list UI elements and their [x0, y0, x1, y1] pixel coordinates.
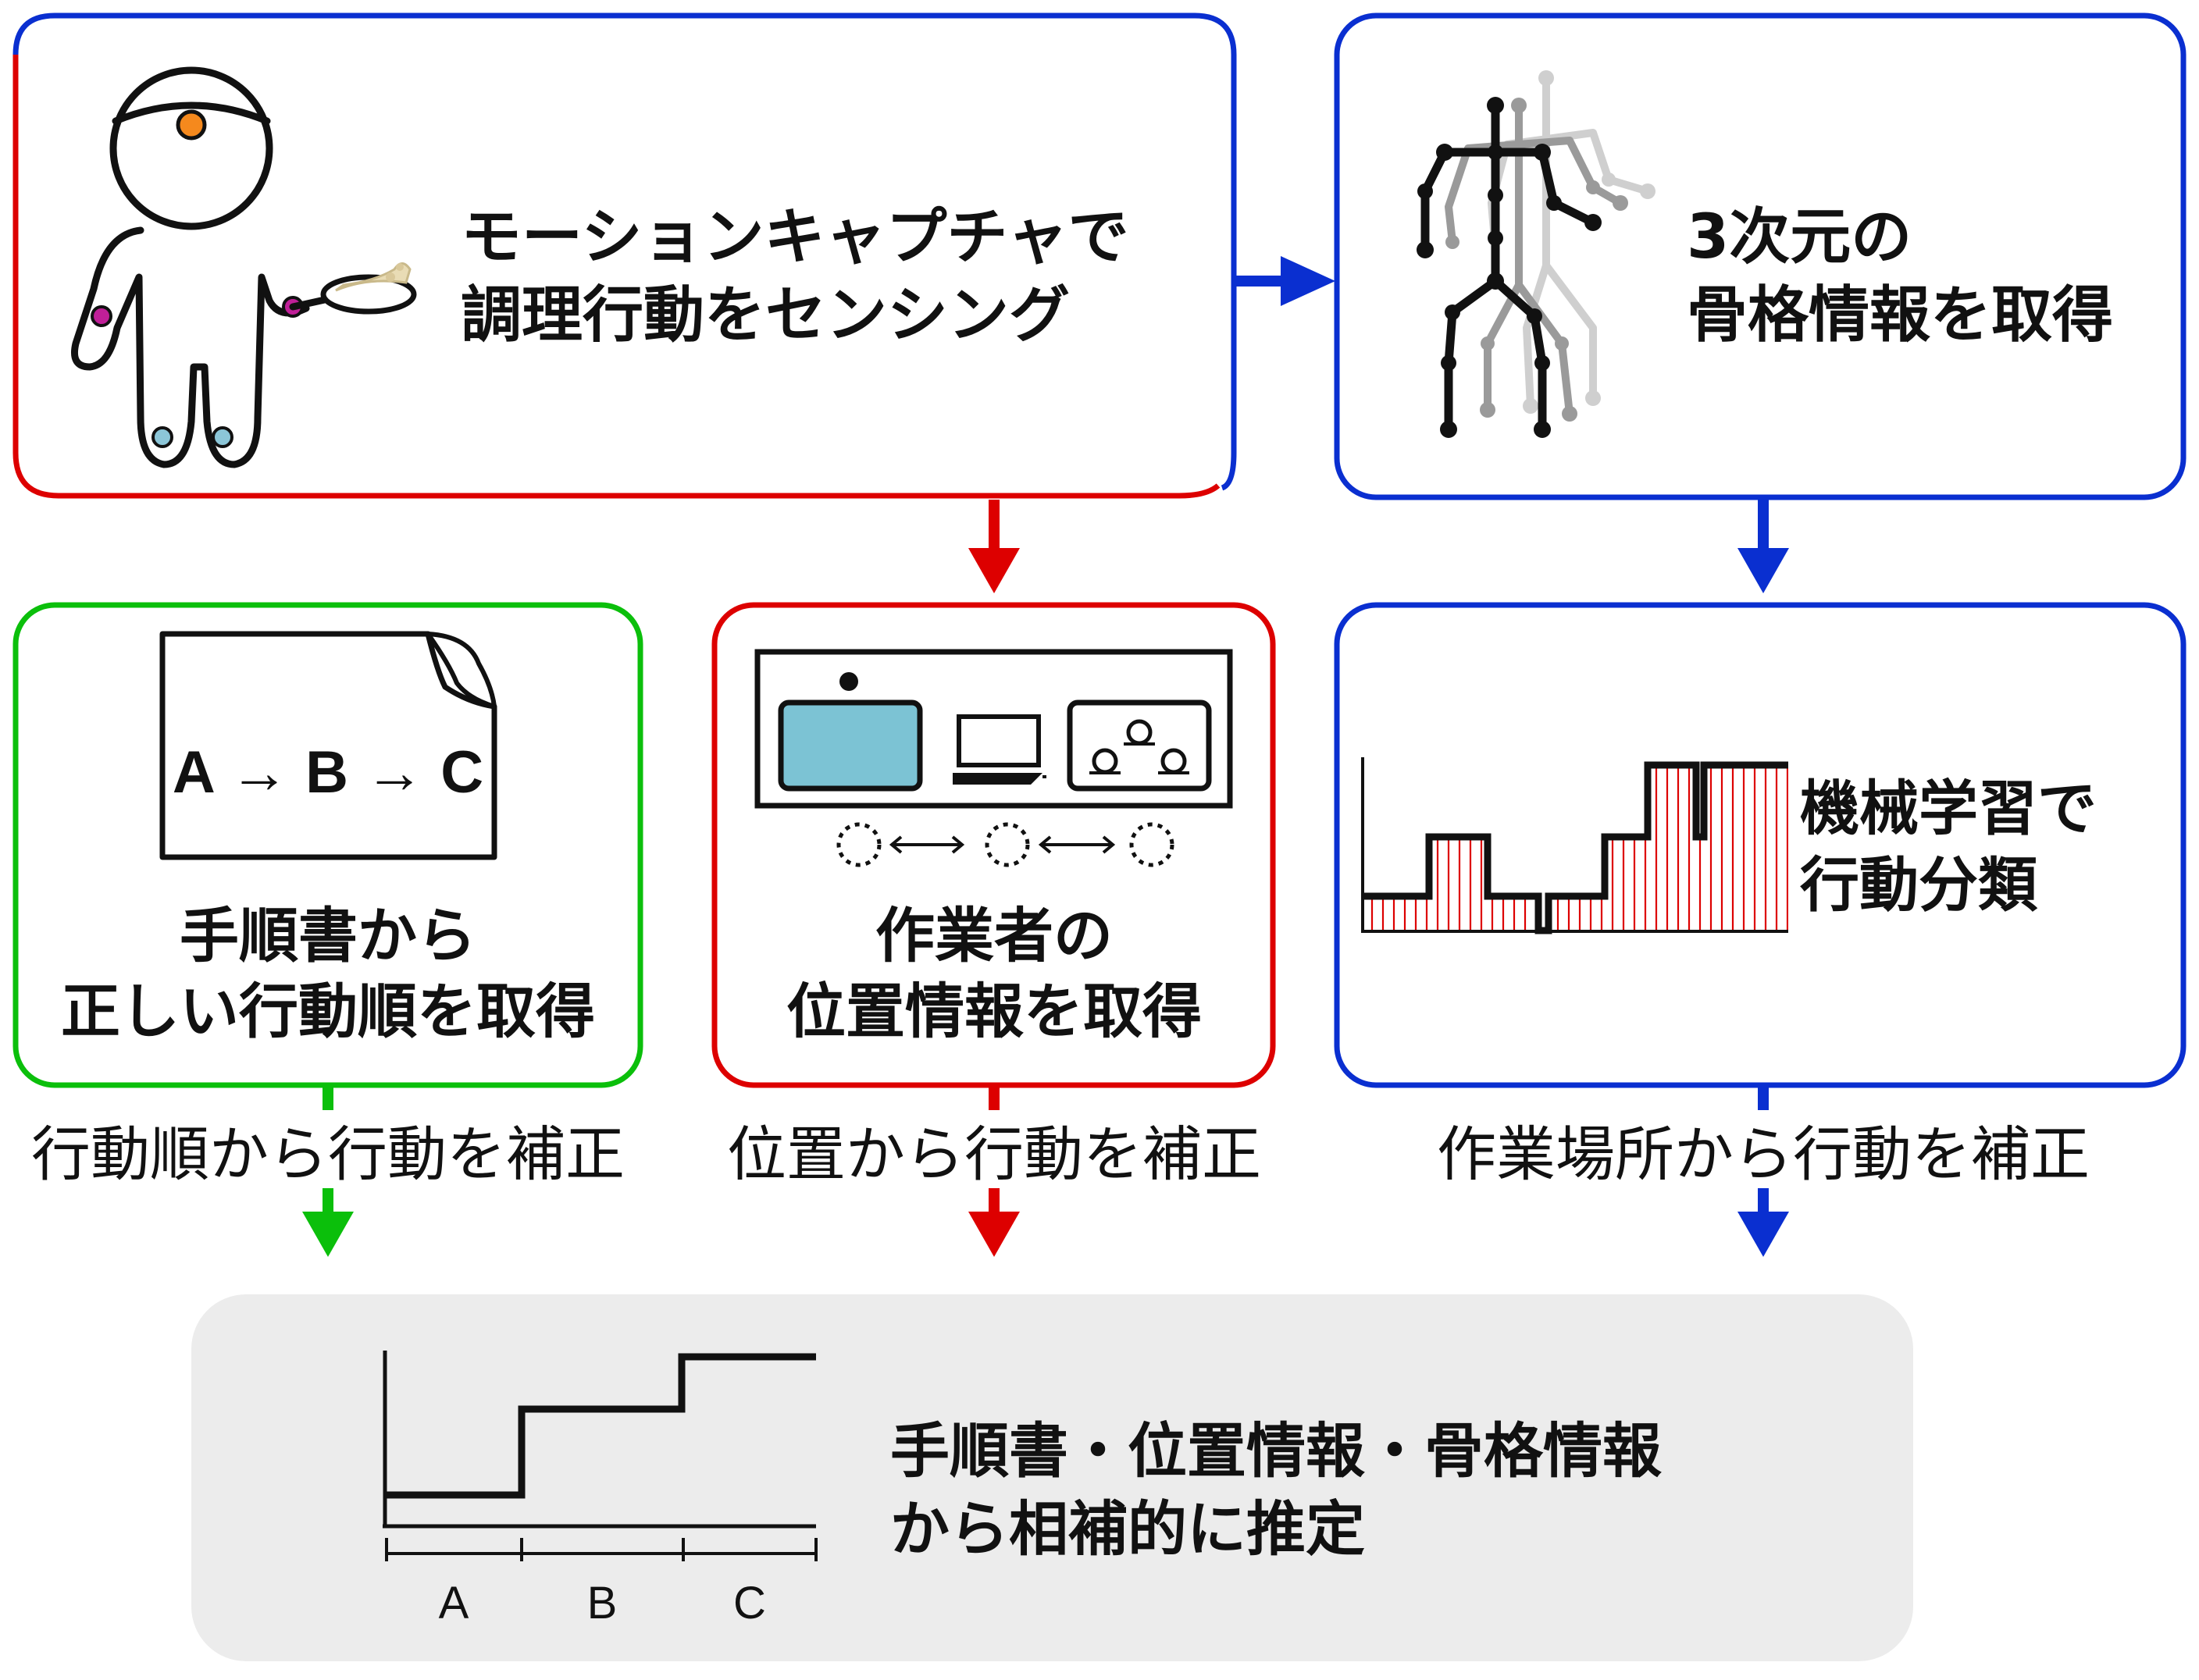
ml-title-line1: 機械学習で	[1800, 774, 2097, 843]
result-title-line2: から相補的に推定	[890, 1494, 1365, 1564]
mocap-title-line2: 調理行動をセンシング	[461, 280, 1070, 351]
result-title-line1: 手順書・位置情報・骨格情報	[890, 1416, 1662, 1486]
ml-box: 機械学習で 行動分類	[1334, 602, 2187, 1088]
result-panel: A B C 手順書・位置情報・骨格情報 から相補的に推定	[191, 1294, 1913, 1661]
correction-position-label: 位置から行動を補正	[727, 1119, 1261, 1189]
position-title-line2: 位置情報を取得	[786, 977, 1202, 1046]
manual-document-icon	[159, 631, 497, 860]
classifier-step-chart	[1361, 757, 1788, 934]
correction-place: 作業場所から行動を補正	[1437, 1087, 2090, 1257]
segment-c-label: C	[733, 1578, 766, 1628]
manual-box: A → B → C 手順書から 正しい行動順を取得	[12, 602, 643, 1088]
segment-b-label: B	[587, 1578, 618, 1628]
mocap-box-border-blue	[12, 12, 1237, 491]
manual-title-line2: 正しい行動順を取得	[61, 977, 595, 1046]
skeleton-icon	[1417, 70, 1655, 438]
skeleton-title-line1: 3次元の	[1687, 202, 1912, 272]
mocap-title-line1: モーションキャプチャで	[461, 202, 1129, 272]
correction-order: 行動順から行動を補正	[31, 1087, 625, 1257]
arrow-skeleton-to-ml	[1737, 500, 1789, 593]
skeleton-box: 3次元の 骨格情報を取得	[1334, 12, 2187, 500]
arrow-mocap-to-skeleton	[1235, 256, 1335, 306]
laptop-icon	[957, 714, 1041, 767]
result-step-chart: A B C	[383, 1351, 818, 1628]
foot-marker-left	[151, 426, 173, 448]
mocap-box-border-red	[12, 55, 1221, 499]
mocap-box: モーションキャプチャで 調理行動をセンシング	[12, 12, 1237, 499]
manual-flow-text: A → B → C	[173, 739, 483, 806]
correction-position: 位置から行動を補正	[727, 1087, 1261, 1257]
segment-a-label: A	[439, 1578, 469, 1628]
ml-title-line2: 行動分類	[1800, 850, 2038, 920]
arrow-mocap-to-position	[968, 500, 1020, 593]
correction-order-label: 行動順から行動を補正	[31, 1119, 625, 1189]
head-marker-orange	[176, 109, 207, 141]
hand-marker-left	[91, 305, 112, 327]
correction-place-label: 作業場所から行動を補正	[1437, 1119, 2090, 1189]
manual-title-line1: 手順書から	[180, 901, 476, 970]
frying-pan-icon	[289, 262, 417, 315]
foot-marker-right	[212, 426, 233, 448]
kitchen-layout-icon	[754, 649, 1233, 867]
position-box: 作業者の 位置情報を取得	[711, 602, 1276, 1088]
skeleton-title-line2: 骨格情報を取得	[1687, 280, 2113, 351]
mocap-person-icon	[71, 66, 310, 468]
result-panel-background	[191, 1294, 1913, 1661]
position-title-line1: 作業者の	[875, 901, 1113, 970]
